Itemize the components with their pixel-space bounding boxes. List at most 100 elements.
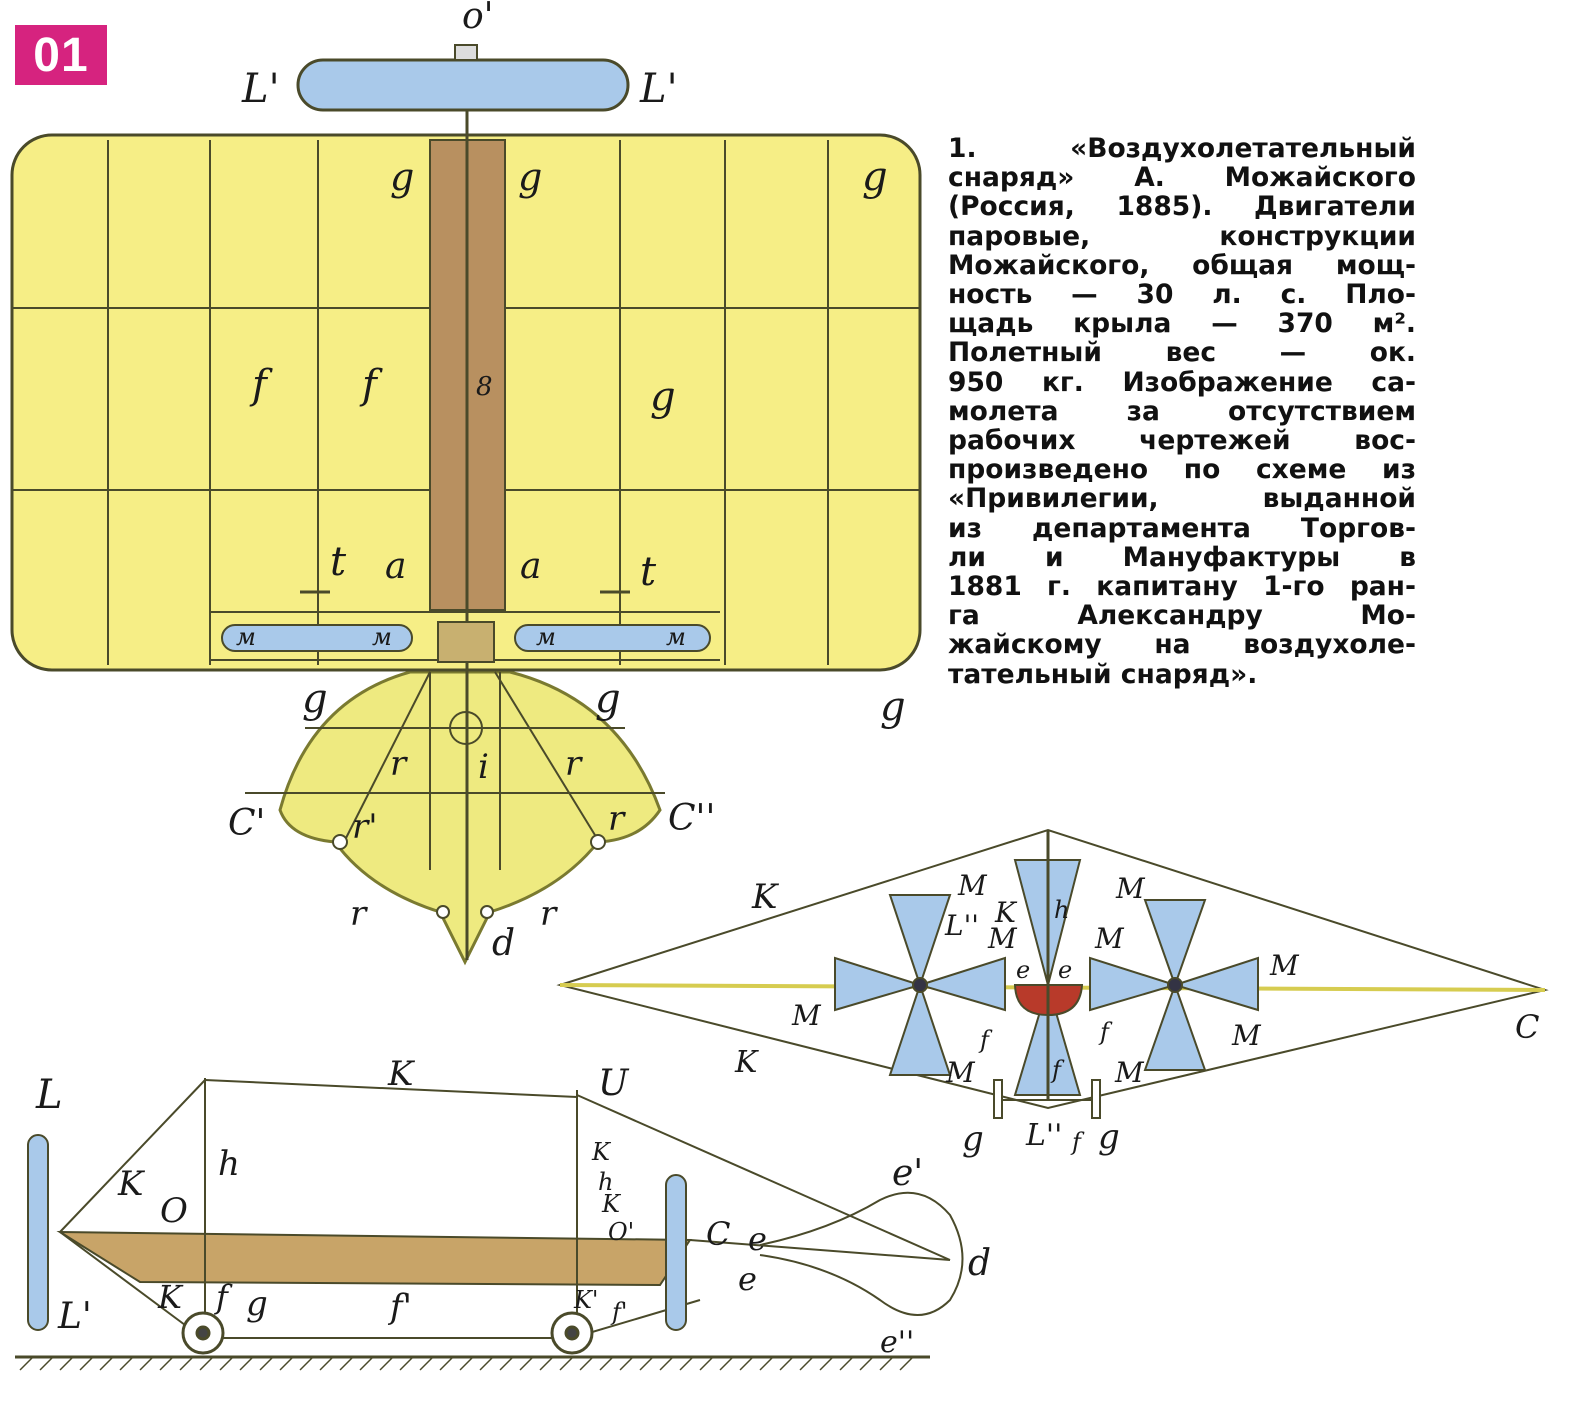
caption-line: 1881 г. капитану 1-го ран- [948,571,1416,603]
caption-line: (Россия, 1885). Двигатели [948,191,1416,223]
diagram-label: M [987,922,1018,955]
diagram-label: C'' [668,798,715,839]
diagram-label: g [880,684,906,730]
diagram-label: K [751,877,780,917]
diagram-label: r [565,744,583,784]
diagram-label: r [608,799,626,839]
diagram-label: a [385,546,406,587]
diagram-label: f [1070,1128,1085,1156]
diagram-label: r [390,744,408,784]
diagram-label: f' [610,1298,627,1326]
diagram-label: g [390,155,414,199]
diagram-label: K [601,1190,622,1218]
caption-line: ли и Мануфактуры в [948,541,1416,573]
engine-left [221,624,413,652]
caption-line: снаряд» А. Можайского [948,162,1416,194]
front-view [556,828,1549,1119]
diagram-label: K [734,1045,759,1080]
diagram-label: K [591,1138,612,1166]
diagram-label: O' [608,1218,634,1246]
diagram-label: M [1115,872,1146,905]
side-view [15,1078,964,1371]
diagram-label: L'' [1025,1118,1062,1153]
diagram-label: e [738,1260,757,1298]
diagram-label: L' [639,66,678,112]
diagram-label: e'' [880,1325,914,1360]
diagram-label: g [246,1284,268,1324]
diagram-label: м [536,623,556,651]
diagram-label: M [1114,1056,1145,1089]
diagram-label: e [1058,956,1072,984]
diagram-label: C [706,1215,730,1253]
caption-line: произведено по схеме из [948,454,1416,486]
diagram-label: U [598,1063,630,1104]
diagram-label: M [791,999,822,1032]
diagram-label: r [540,894,558,934]
diagram-label: g [650,374,676,420]
engine-right [514,624,711,652]
diagram-label: h [218,1144,240,1184]
front-propeller [27,1134,49,1331]
diagram-label: d [492,923,515,964]
diagram-label: L' [57,1296,92,1337]
diagram-label: M [1269,949,1300,982]
diagram-label: O [160,1191,188,1231]
rear-propeller [665,1174,687,1331]
diagram-label: f' [387,1287,412,1327]
diagram-label: L' [241,66,280,112]
diagram-label: K' [573,1286,599,1314]
caption-line: Полетный вес — ок. [948,337,1416,369]
diagram-label: K [157,1278,184,1316]
horizontal-tail [296,58,630,112]
diagram-label: d [968,1243,991,1284]
diagram-label: g [302,676,328,722]
caption-line: Можайского, общая мощ- [948,249,1416,281]
diagram-label: C [1515,1008,1539,1046]
diagram-label: g [518,155,542,199]
diagram-label: t [640,549,657,595]
caption-line: рабочих чертежей вос- [948,425,1416,457]
caption-line: из департамента Торгов- [948,512,1416,544]
figure-number-badge: 01 [15,25,107,85]
engine-housing [437,621,495,663]
diagram-label: M [1231,1019,1262,1052]
caption-line: ность — 30 л. с. Пло- [948,279,1416,311]
caption-line: щадь крыла — 370 м². [948,308,1416,340]
tail-loop [759,1191,964,1316]
diagram-label: h [1054,896,1069,924]
caption-line: тательный снаряд». [948,658,1258,690]
diagram-label: м [666,623,686,651]
diagram-label: g [962,1119,984,1159]
caption-line: 950 кг. Изображение са- [948,366,1416,398]
diagram-label: g [862,154,888,200]
diagram-label: g [595,676,621,722]
diagram-label: L [35,1072,63,1118]
caption-line: «Привилегии, выданной [948,483,1416,515]
diagram-label: L'' [944,909,979,942]
diagram-label: K [117,1164,146,1204]
caption-line: 1. «Воздухолетательный [948,133,1416,164]
diagram-label: M [945,1056,976,1089]
diagram-label: a [520,546,541,587]
diagram-label: K [994,896,1018,929]
diagram-label: M [957,869,988,902]
rear-tail-surface [278,670,662,966]
diagram-label: C' [228,803,265,844]
diagram-label: g [1098,1117,1120,1157]
tail-pivot [449,711,483,745]
diagram-label: h [598,1168,613,1196]
diagram-label: 8 [476,372,493,402]
diagram-label: e [1016,956,1030,984]
diagram-label: K [387,1054,416,1094]
diagram-label: f [214,1278,233,1316]
caption-line: молета за отсутствием [948,395,1416,427]
diagram-label: o' [462,0,494,37]
caption-line: га Александру Мо- [948,600,1416,632]
diagram-label: f [1098,1018,1113,1046]
diagram-label: e' [892,1153,923,1194]
tail-hub [454,44,478,61]
diagram-label: r' [352,807,378,847]
side-fuselage [56,1230,692,1287]
